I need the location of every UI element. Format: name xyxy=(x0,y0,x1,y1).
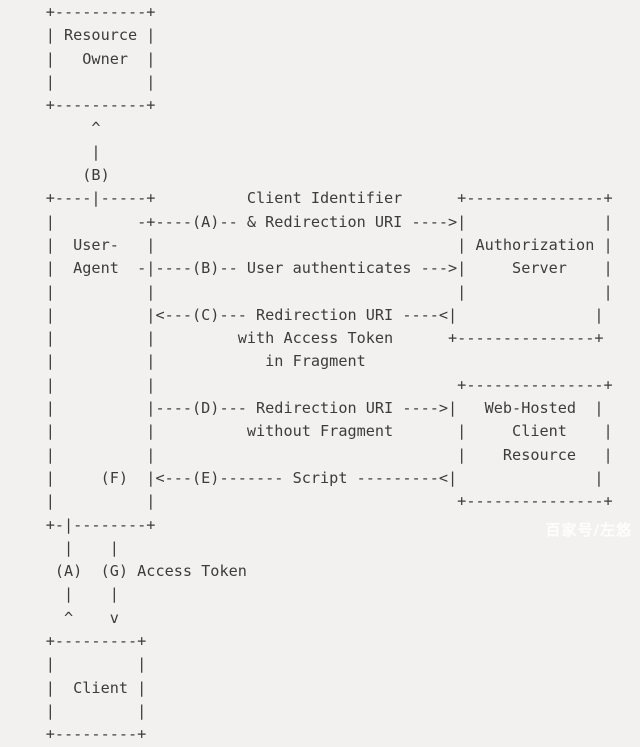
ascii-art-diagram: +----------+ | Resource | | Owner | | | … xyxy=(45,3,613,744)
watermark-label: 百家号/左悠 xyxy=(545,521,632,539)
